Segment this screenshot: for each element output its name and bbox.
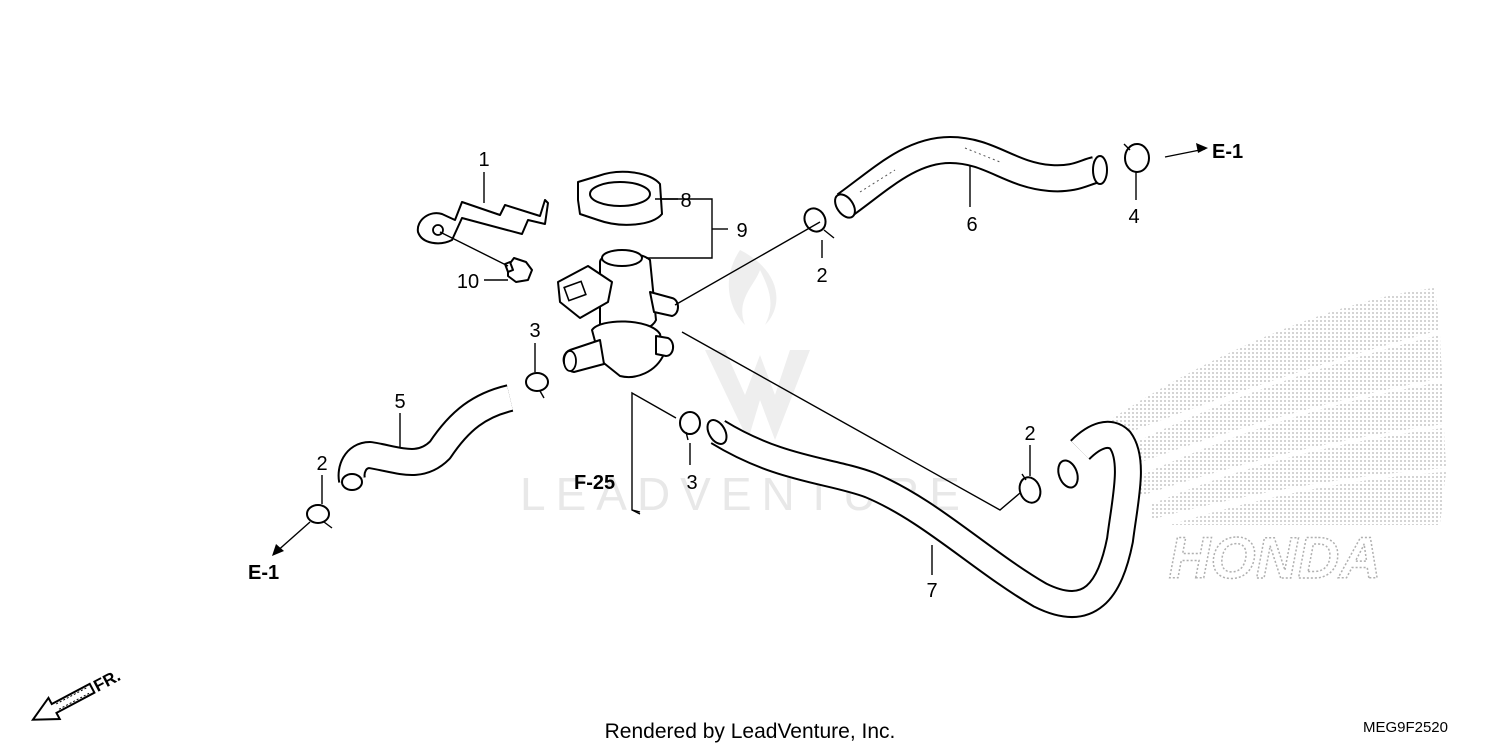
honda-wing-logo [1110, 288, 1446, 525]
callout-1: 1 [478, 149, 489, 171]
hose-clip-2-upper[interactable] [800, 205, 835, 239]
clamp-ring-part-8[interactable] [577, 170, 663, 226]
callout-7: 7 [926, 580, 937, 602]
bolt-part-10[interactable] [504, 257, 533, 283]
callout-10: 10 [457, 271, 479, 293]
callout-3-lower: 3 [686, 472, 697, 494]
hose-clip-4[interactable] [1123, 143, 1150, 173]
leader-lines [274, 148, 1206, 575]
diagram-code: MEG9F2520 [1363, 719, 1448, 736]
hose-clip-2-left[interactable] [306, 504, 333, 529]
hose-part-6[interactable] [831, 136, 1108, 221]
callout-2-right: 2 [1024, 423, 1035, 445]
front-arrow-icon [30, 682, 96, 721]
bracket-part-1[interactable] [416, 199, 549, 245]
callout-5: 5 [394, 391, 405, 413]
ref-e1-left[interactable]: E-1 [248, 562, 279, 584]
hose-clip-2-right[interactable] [1016, 473, 1044, 506]
callout-9: 9 [736, 220, 747, 242]
callout-3-upper: 3 [529, 320, 540, 342]
arrow-to-e1-left [272, 544, 284, 556]
callout-4: 4 [1128, 206, 1139, 228]
arrow-to-e1-right [1196, 143, 1208, 153]
ref-f25[interactable]: F-25 [574, 472, 615, 494]
callout-2-upper: 2 [816, 265, 827, 287]
hose-clip-3-lower[interactable] [679, 411, 701, 441]
hose-clip-3-upper[interactable] [525, 372, 549, 399]
callout-6: 6 [966, 214, 977, 236]
leadventure-watermark: LEADVENTURE [520, 250, 960, 520]
footer-credit: Rendered by LeadVenture, Inc. [605, 720, 896, 743]
callout-2-left: 2 [316, 453, 327, 475]
ref-e1-right[interactable]: E-1 [1212, 141, 1243, 163]
hose-part-5[interactable] [337, 384, 514, 491]
control-valve-part-9[interactable] [557, 249, 679, 378]
front-label: FR. [90, 666, 123, 696]
callout-8: 8 [680, 190, 691, 212]
front-direction-indicator: FR. [30, 666, 124, 721]
hose-part-7[interactable] [704, 417, 1142, 618]
honda-wordmark: HONDA [1169, 526, 1382, 591]
